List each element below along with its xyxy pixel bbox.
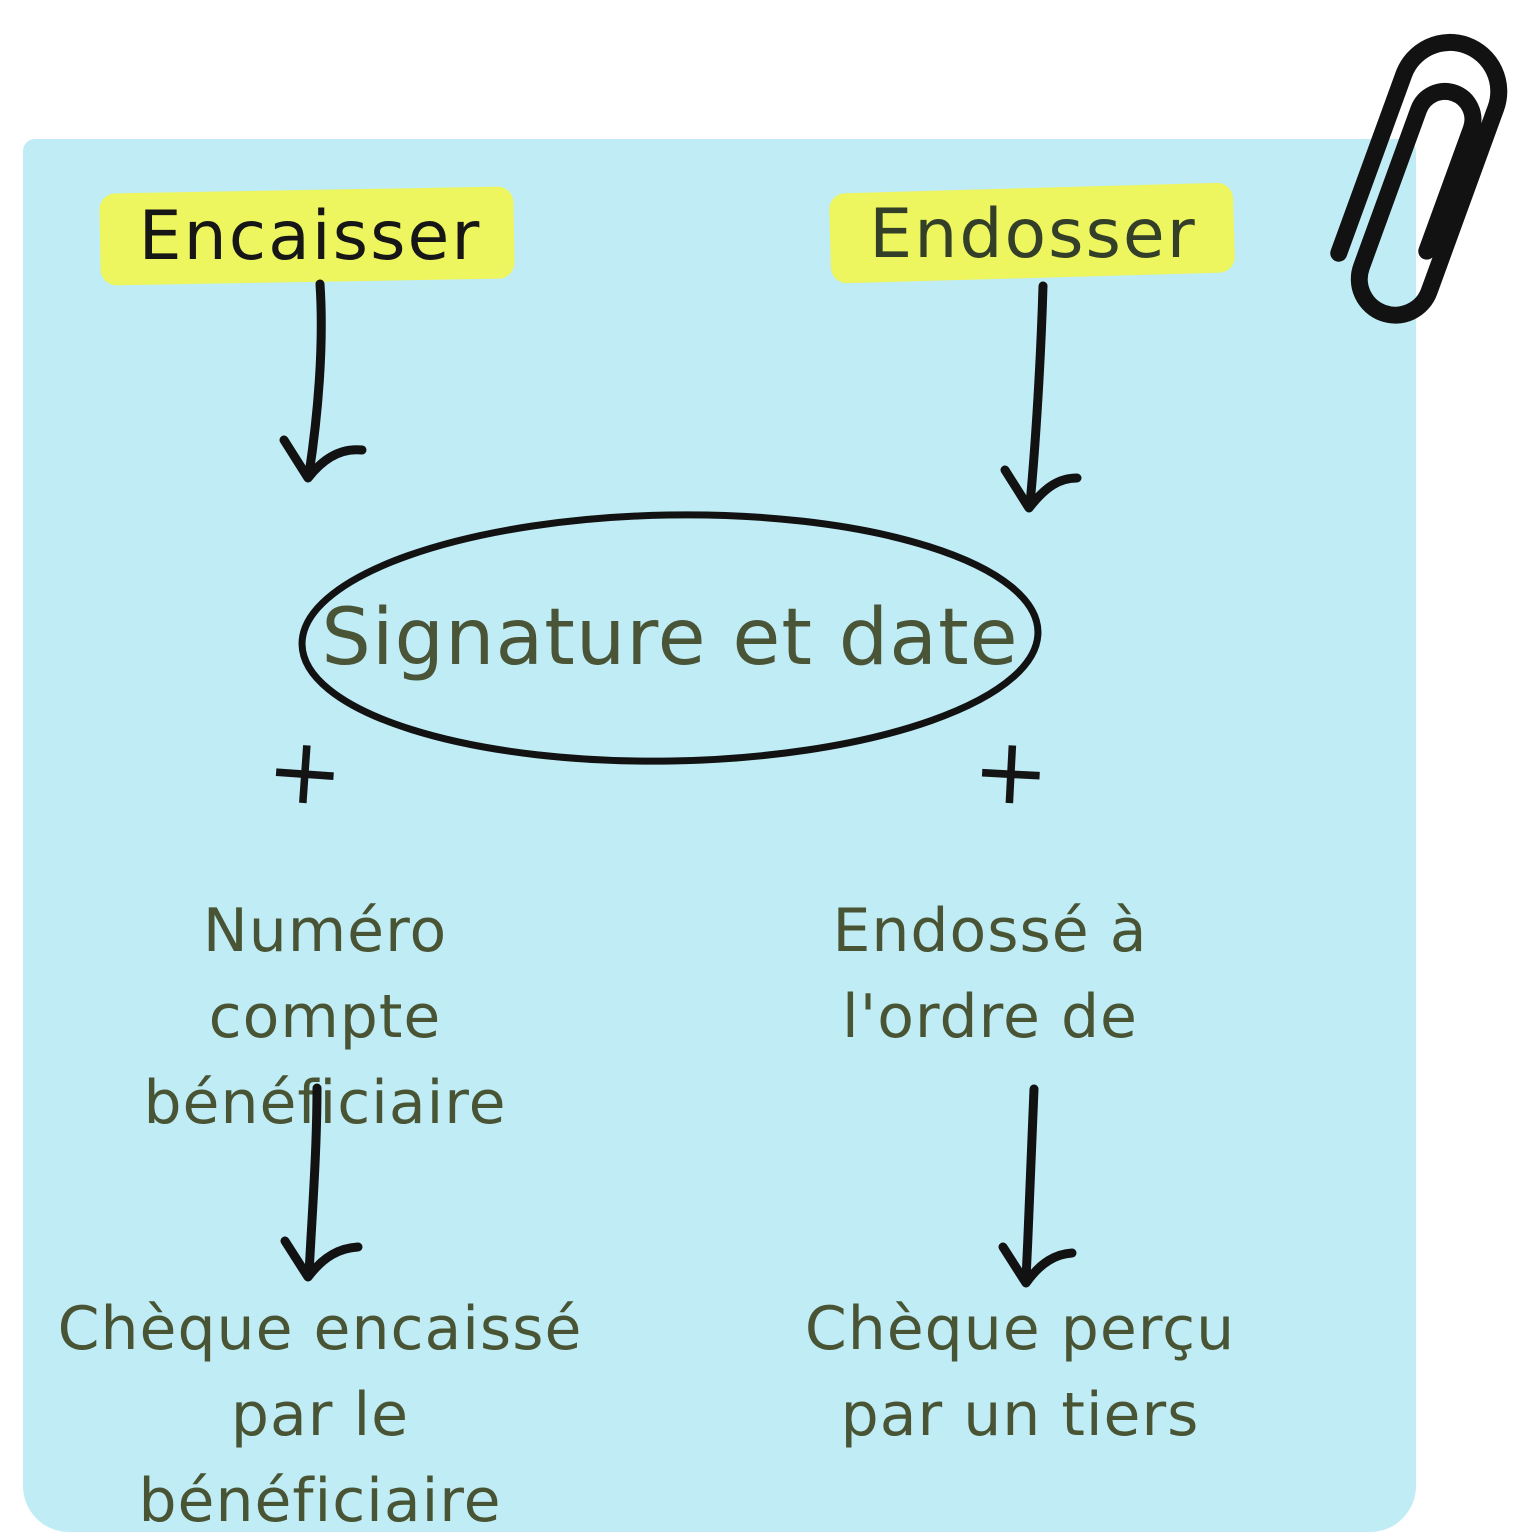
paperclip-icon (1330, 34, 1508, 324)
right-step-order-line2: l'ordre de (842, 982, 1138, 1052)
left-step-account: Numéro compte bénéficiaire (95, 888, 555, 1146)
right-result-line2: par un tiers (840, 1380, 1200, 1450)
arrow-down-icon-left-top (279, 279, 367, 483)
arrow-down-icon-right-bottom (998, 1084, 1077, 1288)
right-step-order: Endossé à l'ordre de (760, 888, 1220, 1060)
left-result-line1: Chèque encaissé (57, 1294, 583, 1364)
ellipse-outline (298, 511, 1042, 765)
arrow-down-icon-right-top (1000, 281, 1082, 513)
left-result-line2: par le bénéficiaire (138, 1380, 502, 1534)
title-encaisser: Encaisser (138, 197, 482, 276)
left-result: Chèque encaissé par le bénéficiaire (55, 1286, 585, 1534)
left-step-account-line2: bénéficiaire (143, 1068, 507, 1138)
note-card (23, 139, 1416, 1532)
right-step-order-line1: Endossé à (832, 896, 1148, 966)
arrow-down-icon-left-bottom (280, 1083, 363, 1282)
title-endosser: Endosser (869, 195, 1197, 274)
right-result-line1: Chèque perçu (804, 1294, 1236, 1364)
signature-ellipse-label: Signature et date (321, 593, 1019, 683)
left-step-account-line1: Numéro compte (202, 896, 448, 1052)
right-result: Chèque perçu par un tiers (765, 1286, 1275, 1458)
